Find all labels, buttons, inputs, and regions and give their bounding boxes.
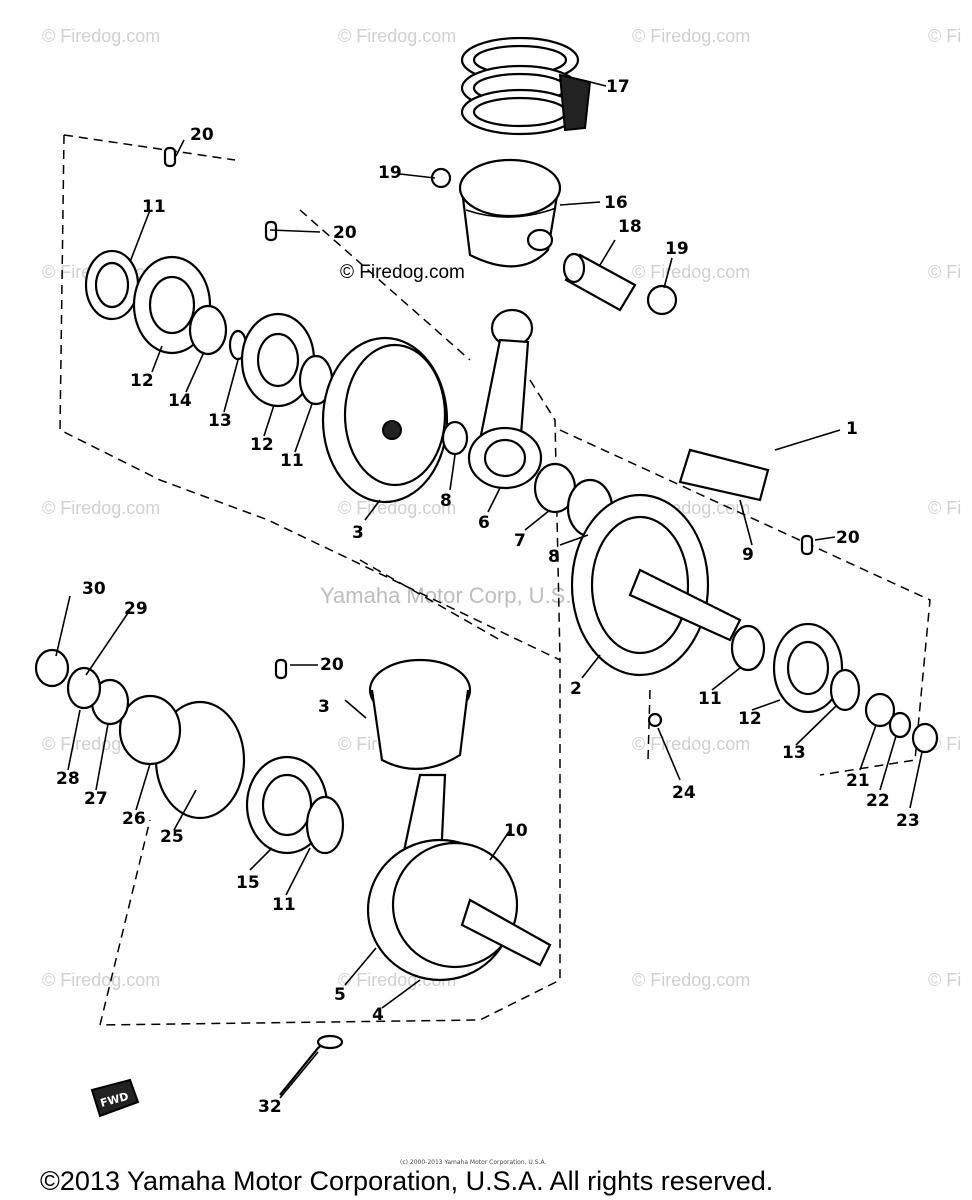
- watermark-layer: © Firedog.com © Firedog.com © Firedog.co…: [42, 26, 961, 990]
- callout-3: 3: [352, 523, 364, 543]
- callout-11: 11: [142, 197, 166, 217]
- callout-12: 12: [250, 435, 274, 455]
- watermark-dark: © Firedog.com: [340, 262, 465, 283]
- callout-4: 4: [372, 1005, 384, 1025]
- piston-pin: [562, 252, 678, 316]
- callout-10: 10: [504, 821, 528, 841]
- callout-13: 13: [782, 743, 806, 763]
- callout-8: 8: [440, 491, 452, 511]
- watermark: © Firedog.com: [632, 734, 750, 754]
- watermark: © Fi: [928, 262, 961, 282]
- lower-crank-assembly: [34, 648, 552, 1096]
- callout-12: 12: [738, 709, 762, 729]
- callout-3: 3: [318, 697, 330, 717]
- watermark: © Firedog.com: [42, 26, 160, 46]
- callout-30: 30: [82, 579, 106, 599]
- watermark: © Firedog.com: [632, 26, 750, 46]
- watermark: © Firedog.com: [338, 498, 456, 518]
- watermark: © Fi: [928, 970, 961, 990]
- callout-11: 11: [280, 451, 304, 471]
- callout-20: 20: [836, 528, 860, 548]
- callout-9: 9: [742, 545, 754, 565]
- crank-half-3: [321, 336, 469, 504]
- callout-24: 24: [672, 783, 696, 803]
- fwd-marker: FWD: [90, 1078, 140, 1118]
- callout-11: 11: [272, 895, 296, 915]
- callout-28: 28: [56, 769, 80, 789]
- callout-27: 27: [84, 789, 108, 809]
- left-bearings: [84, 146, 334, 408]
- callout-26: 26: [122, 809, 146, 829]
- callout-8: 8: [548, 547, 560, 567]
- watermark: © Fi: [928, 498, 961, 518]
- callout-17: 17: [606, 77, 630, 97]
- watermark: © Firedog.com: [42, 970, 160, 990]
- tiny-copyright: (c) 2000-2013 Yamaha Motor Corporation, …: [400, 1159, 546, 1166]
- callout-20: 20: [190, 125, 214, 145]
- callout-19: 19: [665, 239, 689, 259]
- watermark: © Fi: [928, 26, 961, 46]
- callout-29: 29: [124, 599, 148, 619]
- callout-18: 18: [618, 217, 642, 237]
- watermark-center: Yamaha Motor Corp, U.S.A.: [320, 583, 592, 608]
- callout-1: 1: [846, 419, 858, 439]
- watermark: © Firedog.com: [632, 262, 750, 282]
- piston-rings: [460, 36, 592, 136]
- callout-labels: 20 17 19 16 20 18 19 11 12 14 13 12 11 3…: [56, 77, 920, 1117]
- watermark: © Firedog.com: [632, 970, 750, 990]
- piston-upper: [430, 158, 562, 268]
- callout-21: 21: [846, 771, 870, 791]
- callout-2: 2: [570, 679, 582, 699]
- callout-16: 16: [604, 193, 628, 213]
- callout-13: 13: [208, 411, 232, 431]
- callout-22: 22: [866, 791, 890, 811]
- callout-5: 5: [334, 985, 346, 1005]
- callout-12: 12: [130, 371, 154, 391]
- callout-32: 32: [258, 1097, 282, 1117]
- footer-copyright: ©2013 Yamaha Motor Corporation, U.S.A. A…: [40, 1166, 773, 1196]
- callout-20: 20: [320, 655, 344, 675]
- callout-25: 25: [160, 827, 184, 847]
- connecting-rod: [467, 308, 614, 538]
- callout-15: 15: [236, 873, 260, 893]
- assembly-frames: [59, 134, 931, 1026]
- callout-19: 19: [378, 163, 402, 183]
- callout-6: 6: [478, 513, 490, 533]
- callout-11: 11: [698, 689, 722, 709]
- callout-23: 23: [896, 811, 920, 831]
- watermark: © Firedog.com: [338, 26, 456, 46]
- callout-7: 7: [514, 531, 526, 551]
- leader-lines: [55, 81, 923, 1099]
- callout-20: 20: [333, 223, 357, 243]
- crank-half-2: [570, 448, 939, 754]
- callout-14: 14: [168, 391, 192, 411]
- watermark: © Firedog.com: [42, 498, 160, 518]
